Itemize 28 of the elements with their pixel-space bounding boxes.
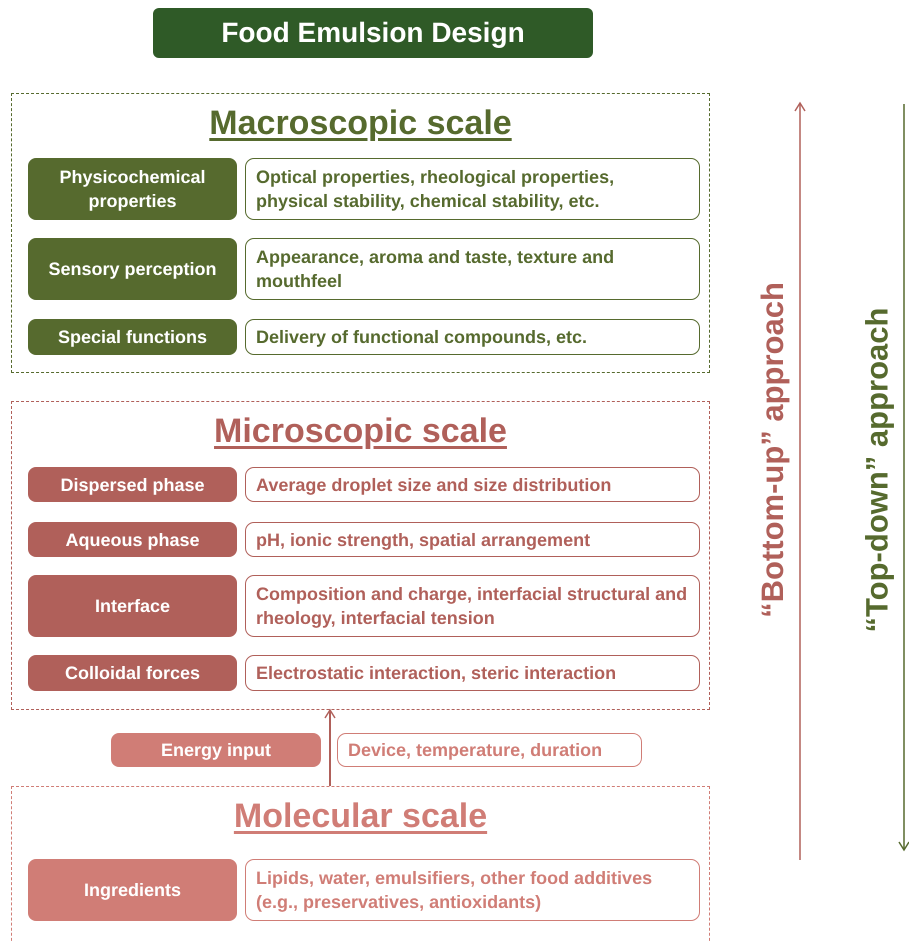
description-box: Delivery of functional compounds, etc.: [245, 319, 700, 355]
description-box: pH, ionic strength, spatial arrangement: [245, 522, 700, 557]
category-label: Dispersed phase: [28, 467, 237, 502]
scale-panel: [11, 93, 710, 373]
description-box: Electrostatic interaction, steric interaction: [245, 655, 700, 691]
category-label: Aqueous phase: [28, 522, 237, 557]
category-label: Colloidal forces: [28, 655, 237, 691]
description-box: Average droplet size and size distribution: [245, 467, 700, 502]
scale-heading: Molecular scale: [234, 797, 488, 835]
approach-label: “Top-down” approach: [858, 308, 895, 632]
scale-heading: Microscopic scale: [214, 412, 507, 450]
category-label: Energy input: [111, 733, 321, 767]
category-label: Sensory perception: [28, 238, 237, 300]
category-label: Ingredients: [28, 859, 237, 921]
scale-panel: [11, 786, 710, 942]
scale-heading: Macroscopic scale: [209, 104, 512, 142]
description-box: Device, temperature, duration: [337, 733, 642, 767]
description-box: Composition and charge, interfacial structural and rheology, interfacial tension: [245, 575, 700, 637]
description-box: Lipids, water, emulsifiers, other food additives (e.g., preservatives, antioxidants): [245, 859, 700, 921]
description-box: Optical properties, rheological properties, physical stability, chemical stability, etc.: [245, 158, 700, 220]
scale-panel: [11, 401, 710, 710]
category-label: Physicochemical properties: [28, 158, 237, 220]
arrow: [324, 709, 336, 786]
approach-label: “Bottom-up” approach: [754, 282, 791, 618]
category-label: Interface: [28, 575, 237, 637]
description-box: Appearance, aroma and taste, texture and mouthfeel: [245, 238, 700, 300]
title-banner: Food Emulsion Design: [153, 8, 593, 58]
category-label: Special functions: [28, 319, 237, 355]
